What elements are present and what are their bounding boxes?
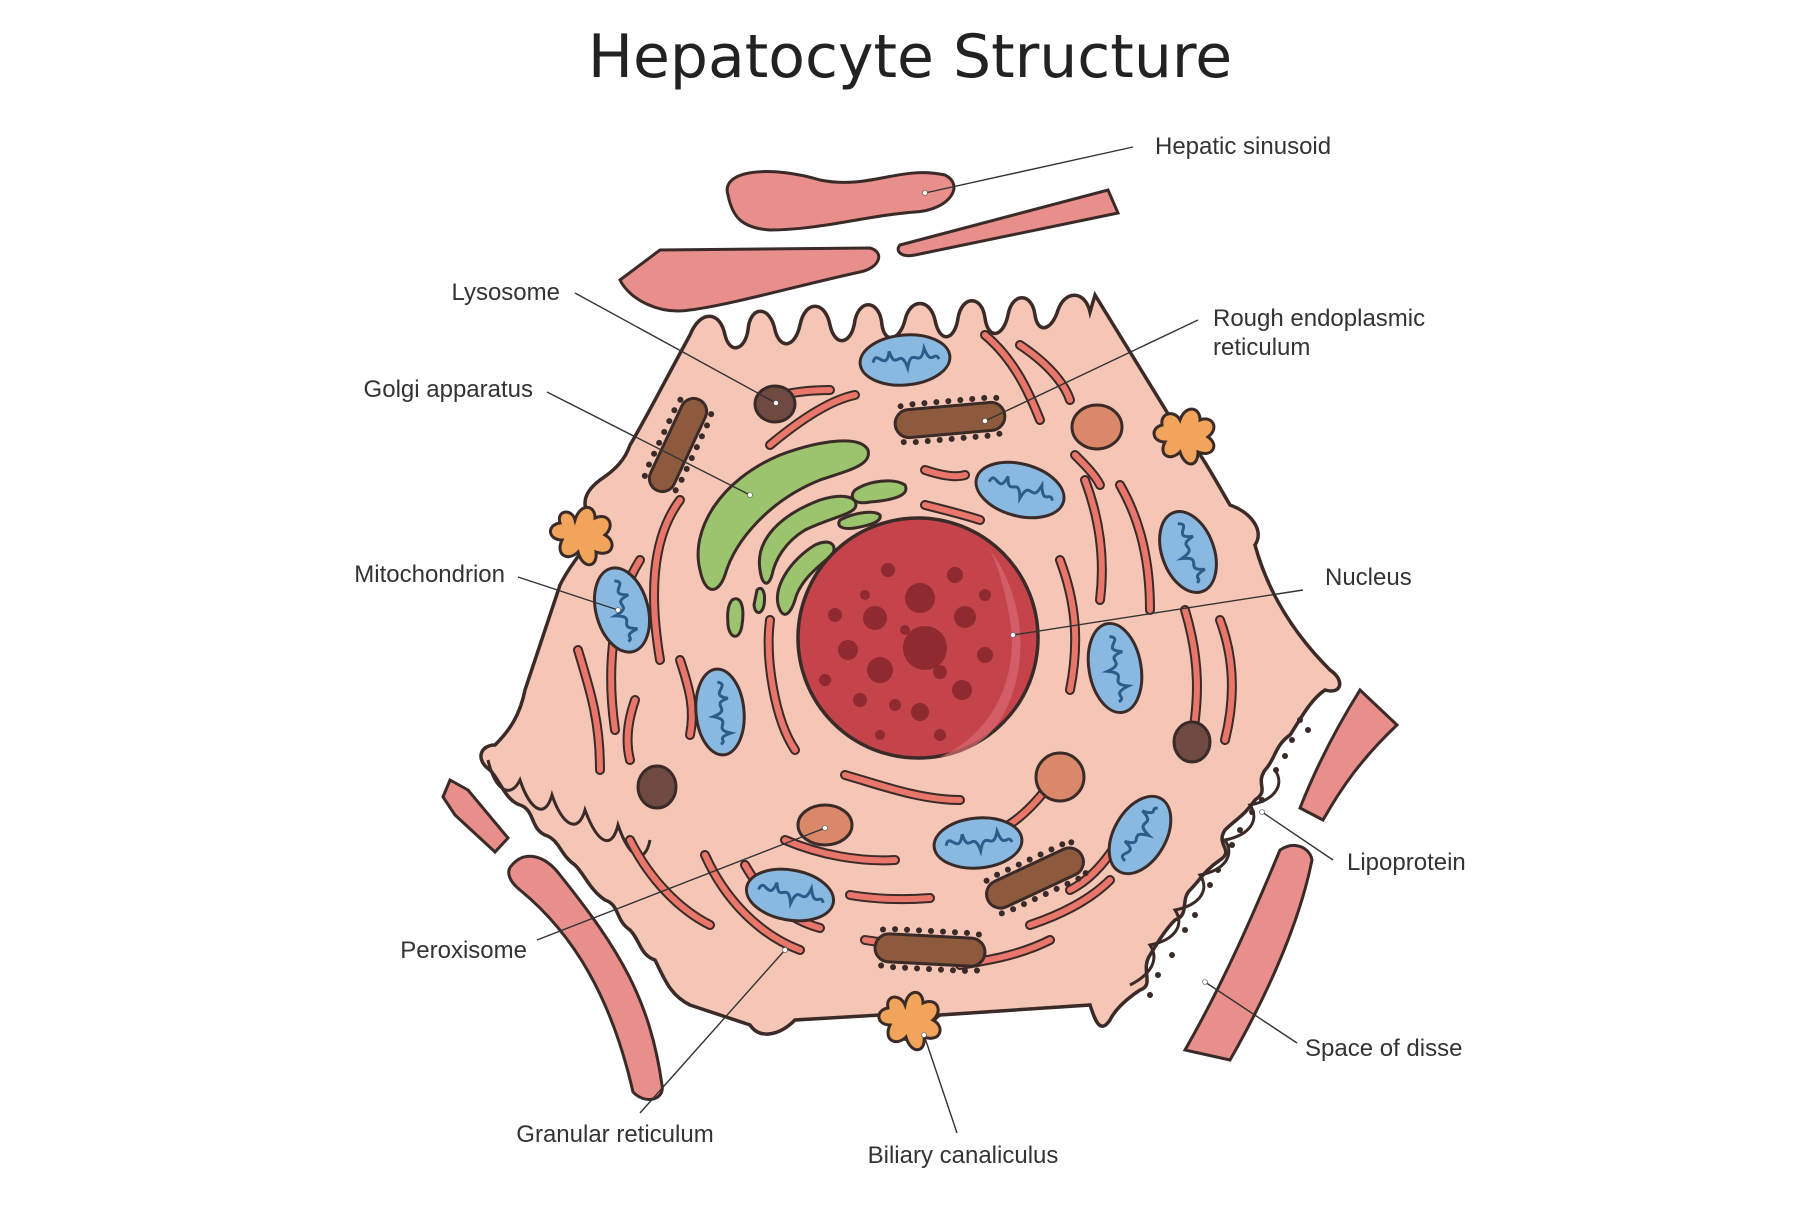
label-space-of-disse: Space of disse	[1305, 1035, 1462, 1062]
rough-er	[873, 926, 987, 974]
label-rough-er-line1: Rough endoplasmic	[1213, 305, 1425, 332]
label-lysosome: Lysosome	[452, 279, 561, 306]
mitochondrion	[1158, 510, 1218, 594]
label-hepatic-sinusoid: Hepatic sinusoid	[1155, 133, 1331, 160]
lysosome	[636, 764, 678, 810]
label-peroxisome: Peroxisome	[400, 937, 527, 964]
membrane-villi	[486, 759, 1281, 987]
biliary-canaliculus	[877, 990, 942, 1052]
mitochondrion	[1107, 794, 1173, 876]
nucleus	[796, 516, 1040, 760]
mitochondrion	[1086, 621, 1144, 715]
label-golgi-apparatus: Golgi apparatus	[364, 376, 533, 403]
mitochondrion	[932, 816, 1024, 870]
peroxisomes	[796, 403, 1124, 847]
peroxisome	[1070, 403, 1124, 451]
endoplasmic-reticulum-fill	[575, 332, 1235, 968]
biliary-canaliculus	[549, 505, 614, 567]
mitochondrion	[974, 460, 1066, 520]
leader-lines	[517, 146, 1334, 1134]
hepatic-sinusoid	[441, 170, 1400, 1101]
lipoprotein-dots	[1147, 717, 1311, 998]
label-biliary-canaliculus: Biliary canaliculus	[868, 1142, 1059, 1169]
label-rough-er-line2: reticulum	[1213, 334, 1310, 361]
rough-er	[983, 839, 1089, 917]
label-mitochondrion: Mitochondrion	[354, 561, 505, 588]
nucleolus	[819, 563, 993, 741]
lysosome	[1172, 720, 1212, 764]
peroxisome	[1034, 751, 1086, 803]
label-granular-reticulum: Granular reticulum	[516, 1121, 713, 1148]
rough-er	[641, 396, 715, 494]
label-lipoprotein: Lipoprotein	[1347, 849, 1466, 876]
lysosomes	[636, 384, 1212, 810]
rough-er	[893, 394, 1007, 446]
biliary-canaliculus	[1152, 407, 1216, 466]
mitochondrion	[744, 867, 836, 923]
labels: Hepatic sinusoid Lysosome Golgi apparatu…	[354, 133, 1466, 1169]
golgi-apparatus	[696, 439, 908, 638]
mitochondria	[593, 333, 1218, 923]
label-nucleus: Nucleus	[1325, 564, 1412, 591]
mitochondrion	[593, 566, 651, 654]
mitochondrion	[858, 333, 952, 387]
rough-endoplasmic-reticulum	[641, 394, 1089, 974]
diagram-title: Hepatocyte Structure	[587, 22, 1233, 92]
peroxisome	[796, 803, 854, 847]
mitochondrion	[694, 667, 746, 757]
biliary-canaliculi	[549, 407, 1216, 1052]
